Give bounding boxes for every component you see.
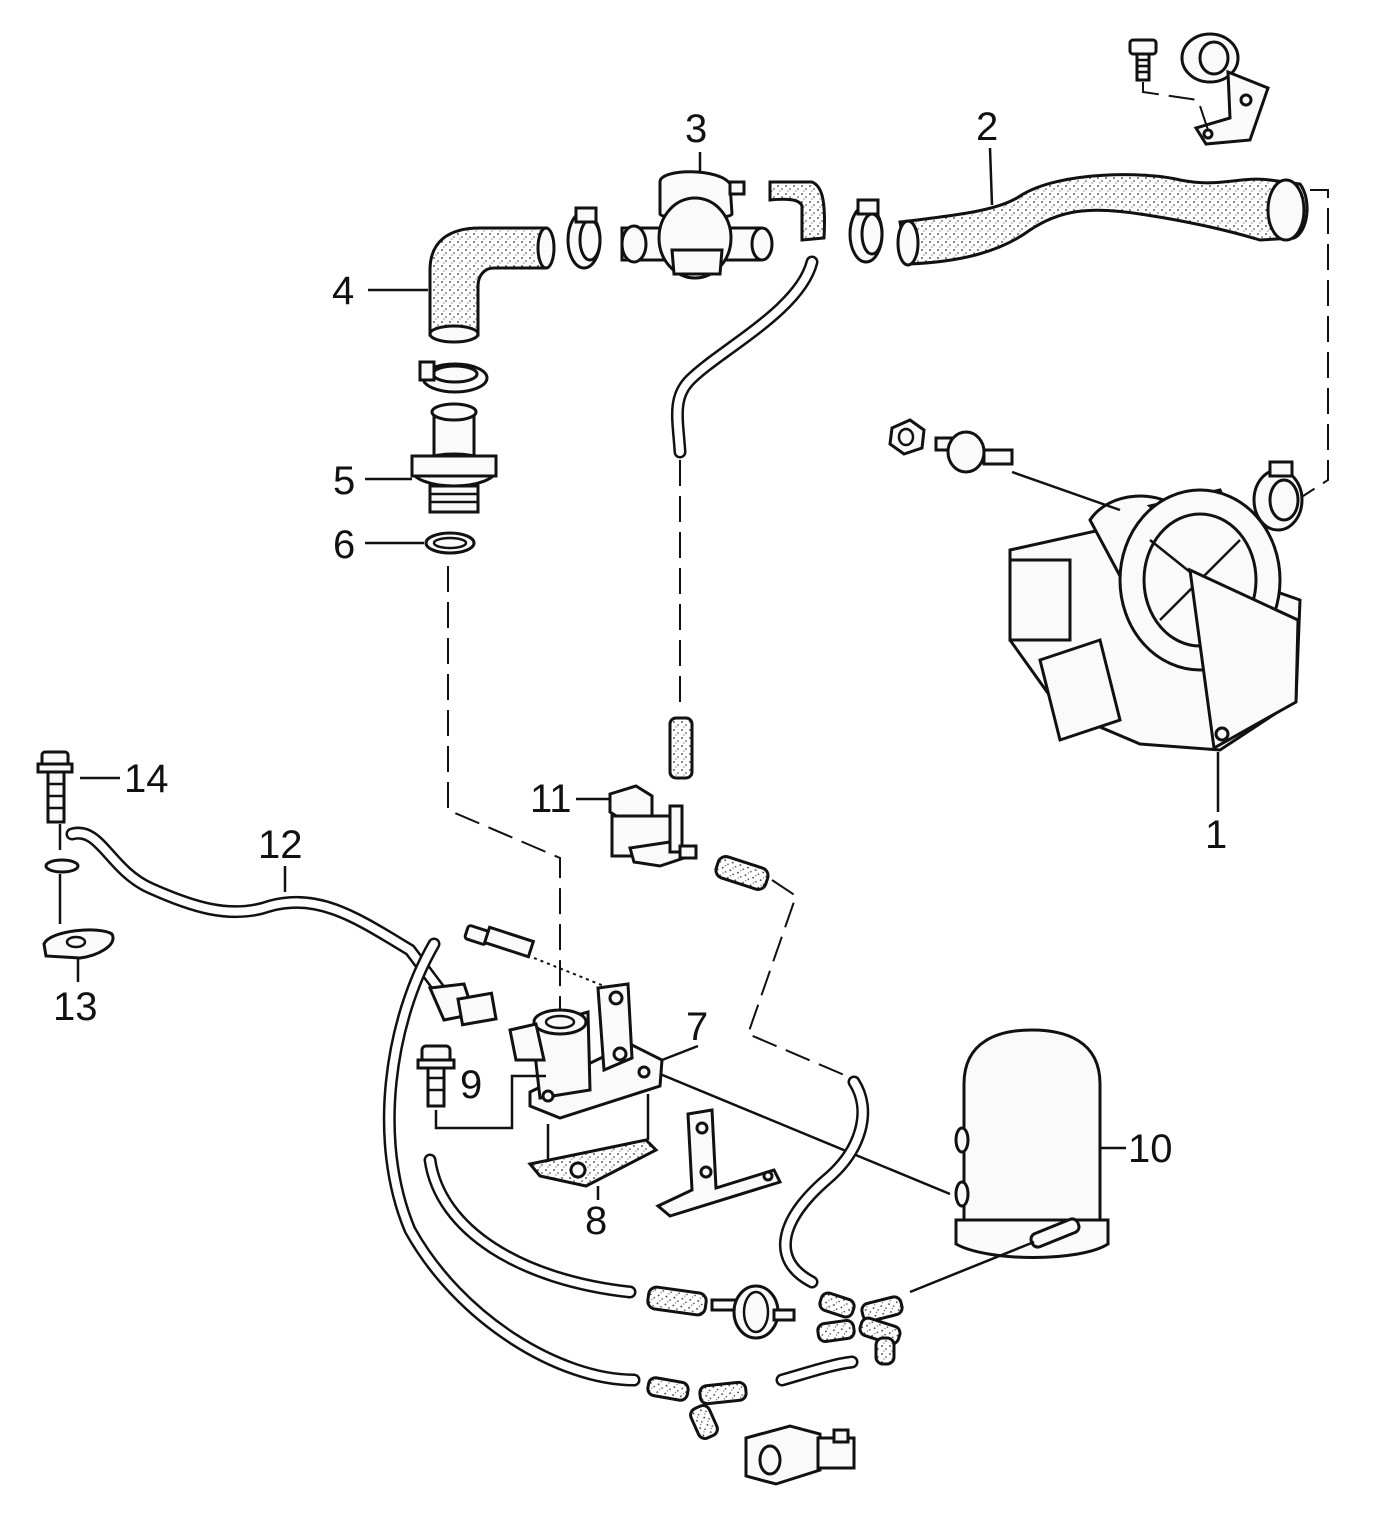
tee-connectors-right — [816, 1291, 904, 1366]
bolt-9 — [416, 1044, 456, 1108]
callout-5: 5 — [333, 459, 355, 503]
hose-clamp-2 — [848, 198, 884, 264]
bolt-14 — [36, 750, 74, 824]
mounting-bracket — [655, 1108, 783, 1218]
gasket-8 — [527, 1138, 659, 1188]
callout-12: 12 — [258, 823, 303, 867]
gasket-13 — [42, 928, 115, 960]
solenoid-valve-lower — [744, 1424, 856, 1486]
elbow-hose-small — [768, 180, 826, 242]
hose-clamp-3 — [566, 206, 602, 270]
hose-clamp-1 — [1252, 460, 1304, 532]
callout-2: 2 — [976, 105, 998, 149]
callout-3: 3 — [685, 107, 707, 151]
solenoid-valve-11 — [608, 784, 698, 868]
elbow-hose-4 — [428, 226, 548, 337]
callout-6: 6 — [333, 523, 355, 567]
callout-1: 1 — [1205, 813, 1227, 857]
valve-3 — [620, 170, 774, 280]
vacuum-filter — [646, 1284, 796, 1340]
hose-clamp-4 — [418, 360, 489, 394]
fitting-bolt-7 — [463, 924, 536, 959]
callout-11: 11 — [530, 777, 572, 821]
o-ring-6 — [424, 531, 476, 555]
hose-2 — [896, 173, 1309, 267]
callout-9: 9 — [460, 1063, 482, 1107]
air-pump-1 — [1008, 488, 1302, 752]
callout-8: 8 — [585, 1199, 607, 1243]
hose-sleeve-11-top — [668, 716, 694, 780]
tee-connectors-left — [646, 1376, 748, 1440]
pipe-fitting-12 — [427, 982, 498, 1027]
combination-valve-7 — [508, 982, 664, 1120]
callout-13: 13 — [53, 985, 98, 1029]
pump-connector-fittings — [888, 418, 1121, 512]
callout-14: 14 — [124, 757, 169, 801]
callout-4: 4 — [332, 269, 354, 313]
callout-7: 7 — [686, 1005, 708, 1049]
air-pipe-12 — [65, 826, 447, 997]
check-valve-5 — [410, 402, 498, 514]
bracket-clamp-assembly — [1128, 32, 1270, 146]
hose-sleeve-11-side — [714, 855, 770, 891]
vacuum-reservoir-10 — [954, 1028, 1110, 1259]
callout-10: 10 — [1128, 1127, 1173, 1171]
